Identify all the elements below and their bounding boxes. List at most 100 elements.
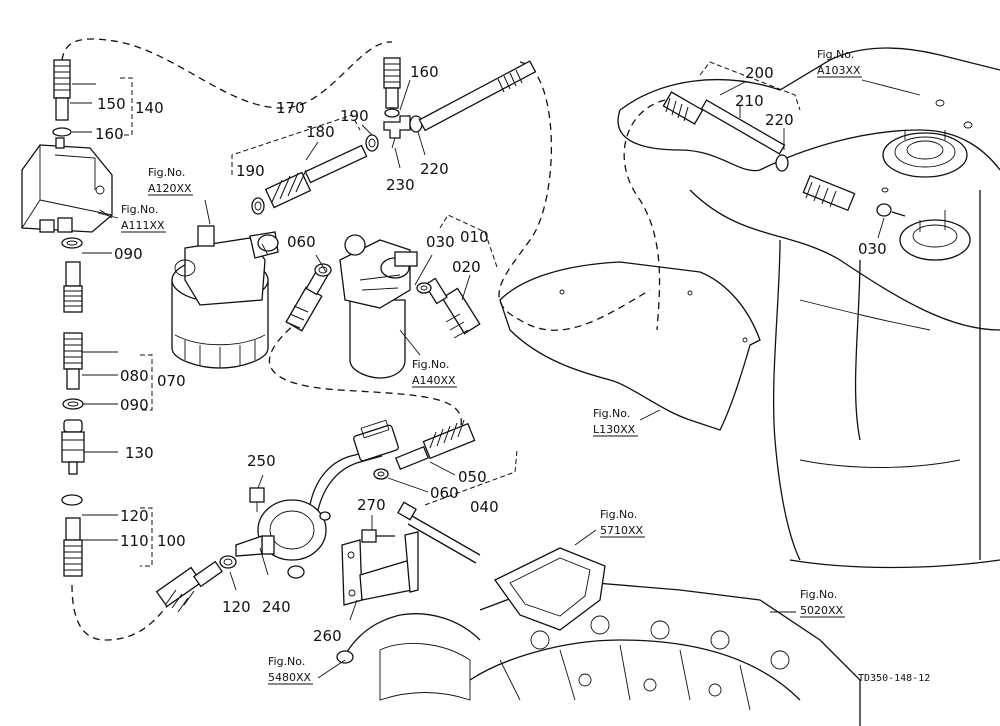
label-010: 010 (460, 228, 489, 246)
hose-upper (63, 261, 83, 313)
clamp-060b (373, 468, 389, 480)
engine-block (379, 579, 861, 726)
svg-text:5480XX: 5480XX (268, 671, 312, 684)
svg-text:Fig.No.: Fig.No. (800, 588, 837, 601)
label-140: 140 (135, 99, 164, 117)
clamp-190b (365, 134, 379, 152)
label-070: 070 (157, 372, 186, 390)
joint-130 (61, 419, 85, 475)
label-210: 210 (735, 92, 764, 110)
label-030a: 030 (426, 233, 455, 251)
svg-text:Fig.No.: Fig.No. (148, 166, 185, 179)
label-130: 130 (125, 444, 154, 462)
clamp-120b (219, 555, 237, 569)
fuel-pump (235, 447, 383, 579)
guard-plate (499, 261, 761, 431)
fig-ref-5710: Fig.No. 5710XX (600, 508, 645, 538)
svg-text:Fig.No.: Fig.No. (121, 203, 158, 216)
clamp-030a (416, 282, 432, 294)
label-030b: 030 (858, 240, 887, 258)
bracket (341, 531, 419, 606)
clamp-220b (775, 154, 789, 172)
hose-150 (53, 59, 71, 121)
svg-text:A103XX: A103XX (817, 64, 861, 77)
label-190b: 190 (340, 107, 369, 125)
label-090b: 090 (120, 396, 149, 414)
svg-text:Fig.No.: Fig.No. (412, 358, 449, 371)
label-170: 170 (276, 99, 305, 117)
svg-text:5020XX: 5020XX (800, 604, 844, 617)
long-bolt (397, 501, 481, 564)
clamp-220a (409, 115, 423, 133)
fig-ref-a103: Fig.No. A103XX (817, 48, 862, 78)
bracket-140 (120, 77, 133, 136)
svg-text:Fig.No.: Fig.No. (268, 655, 305, 668)
fig-ref-l130: Fig.No. L130XX (593, 407, 638, 437)
fuel-tank (617, 47, 1000, 569)
hose-030b (802, 174, 906, 217)
connector (353, 419, 399, 462)
bracket-100 (140, 507, 153, 567)
hose-route-return (623, 99, 666, 331)
label-260: 260 (313, 627, 342, 645)
hose-route-top (61, 38, 393, 109)
label-080: 080 (120, 367, 149, 385)
hose-210 (662, 91, 786, 155)
label-100: 100 (157, 532, 186, 550)
hose-080 (63, 332, 83, 390)
label-050: 050 (458, 468, 487, 486)
svg-text:5710XX: 5710XX (600, 524, 644, 537)
label-250: 250 (247, 452, 276, 470)
label-240: 240 (262, 598, 291, 616)
label-060a: 060 (287, 233, 316, 251)
label-270: 270 (357, 496, 386, 514)
fig-ref-a140: Fig.No. A140XX (412, 358, 457, 388)
label-190a: 190 (236, 162, 265, 180)
svg-text:A111XX: A111XX (121, 219, 165, 232)
fig-ref-5480: Fig.No. 5480XX (268, 655, 313, 685)
fig-references: Fig.No. A103XX Fig.No. A120XX Fig.No. A1… (121, 48, 862, 685)
fig-ref-a120: Fig.No. A120XX (148, 166, 193, 196)
clamp-060a (314, 263, 332, 277)
figure-code: TD350-148-12 (858, 673, 930, 684)
hose-route-mid (268, 319, 462, 431)
bracket-010 (439, 214, 499, 271)
label-160a: 160 (95, 125, 124, 143)
svg-text:Fig.No.: Fig.No. (600, 508, 637, 521)
fuel-sender (899, 210, 971, 261)
bolt-250 (249, 487, 265, 512)
clamp-190a (251, 197, 265, 215)
clamp-090b (62, 398, 84, 410)
label-020: 020 (452, 258, 481, 276)
bracket-070 (140, 354, 153, 411)
fig-ref-a111: Fig.No. A111XX (121, 203, 166, 233)
part-labels: 150 140 160 160 170 180 190 190 220 230 … (95, 63, 887, 645)
hose-route-left (71, 584, 169, 641)
pipe-5480 (336, 613, 481, 664)
fuel-cap (882, 130, 968, 178)
label-110: 110 (120, 532, 149, 550)
hose-020 (424, 277, 481, 339)
svg-text:A120XX: A120XX (148, 182, 192, 195)
hose-180 (264, 144, 368, 209)
hose-110 (63, 517, 83, 577)
label-220a: 220 (420, 160, 449, 178)
label-150: 150 (97, 95, 126, 113)
bracket-200 (699, 61, 801, 111)
hose-route-right (498, 61, 651, 331)
bolt-270 (361, 529, 395, 543)
svg-text:L130XX: L130XX (593, 423, 636, 436)
pipe-long-top (418, 60, 537, 132)
fuel-filter (171, 225, 279, 369)
tee-230 (383, 115, 411, 149)
label-160b: 160 (410, 63, 439, 81)
svg-text:Fig.No.: Fig.No. (593, 407, 630, 420)
label-220b: 220 (765, 111, 794, 129)
svg-text:A140XX: A140XX (412, 374, 456, 387)
label-090a: 090 (114, 245, 143, 263)
label-120a: 120 (120, 507, 149, 525)
leader-lines (70, 79, 921, 679)
label-040: 040 (470, 498, 499, 516)
